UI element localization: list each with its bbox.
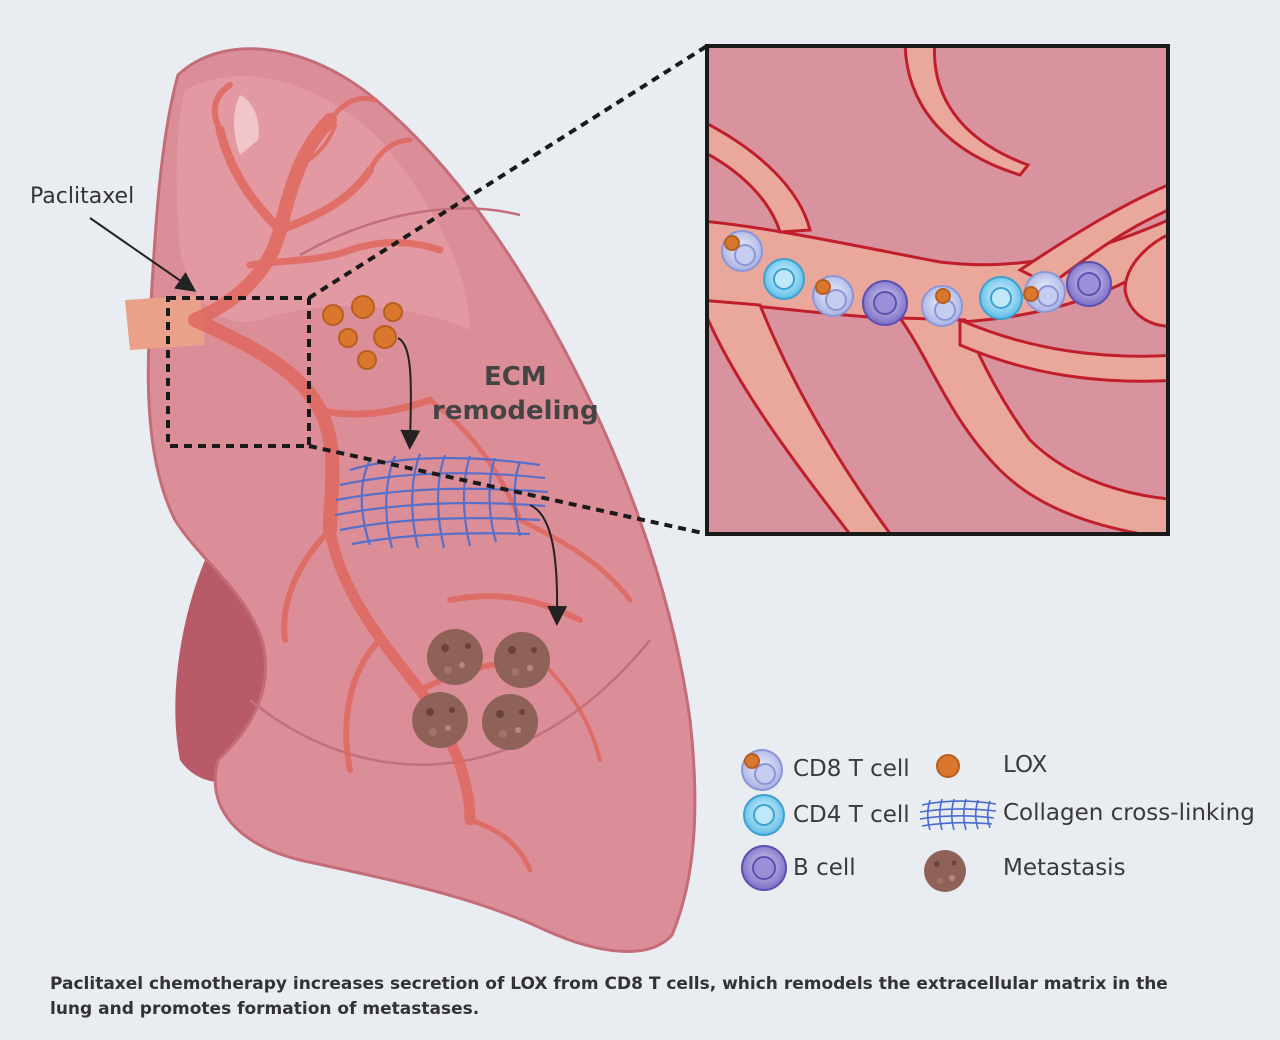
- metastasis-nodule: [494, 632, 550, 688]
- lox-particle: [338, 328, 358, 348]
- metastasis-nodule: [412, 692, 468, 748]
- lox-particle: [357, 350, 377, 370]
- ecm-remodeling-label: ECM remodeling: [432, 360, 599, 428]
- b-cell: [1066, 261, 1112, 307]
- legend-cd4-label: CD4 T cell: [793, 802, 910, 828]
- caption-line2: lung and promotes formation of metastase…: [50, 999, 480, 1019]
- cd4-t-cell-icon: [743, 794, 785, 836]
- zoom-line-top: [307, 44, 709, 300]
- zoom-indicator: [166, 44, 709, 536]
- cd4-t-cell: [979, 276, 1023, 320]
- collagen-icon: [919, 798, 997, 831]
- lox-to-ecm-arrow: [397, 337, 421, 450]
- cd4-t-cell: [763, 258, 805, 300]
- paclitaxel-arrow: [89, 217, 197, 292]
- metastasis-icon: [924, 850, 966, 892]
- zoom-box: [166, 296, 311, 448]
- figure-caption: Paclitaxel chemotherapy increases secret…: [50, 972, 1170, 1022]
- lung-fissure: [299, 207, 521, 257]
- inset-vessel-lobe: [1123, 233, 1168, 328]
- lox-particle: [351, 295, 375, 319]
- cd8-t-cell: [1023, 271, 1066, 313]
- ecm-to-metastasis-arrow: [529, 504, 568, 626]
- cd8-t-cell: [721, 230, 763, 272]
- lox-particle: [322, 304, 344, 326]
- inset-vessel-top: [903, 46, 1031, 177]
- inset-vessel-upper: [707, 121, 812, 234]
- lox-particle: [383, 302, 403, 322]
- metastasis-group: [412, 629, 550, 750]
- legend-metastasis-label: Metastasis: [1003, 855, 1126, 881]
- legend-collagen-label: Collagen cross-linking: [1003, 800, 1255, 826]
- blood-vessel: [188, 82, 633, 873]
- inset-cells: [721, 230, 1112, 327]
- legend-icons: [741, 749, 997, 892]
- metastasis-nodule: [427, 629, 483, 685]
- b-cell-icon: [741, 845, 787, 891]
- lox-cluster: [322, 295, 403, 370]
- metastasis-nodule: [482, 694, 538, 750]
- cd8-t-cell: [921, 285, 963, 327]
- ecm-label-line2: remodeling: [432, 396, 599, 426]
- inset-border: [705, 44, 1170, 536]
- lox-icon: [936, 754, 960, 778]
- paclitaxel-label: Paclitaxel: [30, 184, 135, 209]
- lung-fissure-lower: [249, 639, 651, 766]
- lung-illustration: [125, 47, 697, 953]
- inset-panel: [705, 44, 1170, 536]
- flow-arrows: [89, 217, 568, 626]
- zoom-line-bottom: [308, 444, 708, 536]
- lung-shine: [234, 95, 259, 155]
- lung-highlight: [176, 76, 470, 330]
- cd8-t-cell-icon: [741, 749, 783, 791]
- legend-bcell-label: B cell: [793, 855, 856, 881]
- b-cell: [862, 280, 908, 326]
- inset-vessel-lower-left: [707, 299, 893, 534]
- legend-cd8-label: CD8 T cell: [793, 756, 910, 782]
- bronchus: [125, 295, 205, 350]
- lox-particle: [373, 325, 397, 349]
- inset-vessel-right: [1017, 183, 1168, 287]
- cd8-t-cell: [812, 275, 854, 317]
- ecm-label-line1: ECM: [483, 362, 547, 392]
- caption-line1: Paclitaxel chemotherapy increases secret…: [50, 974, 1168, 994]
- inset-vessel-lower-right: [958, 317, 1168, 383]
- legend-lox-label: LOX: [1003, 752, 1048, 778]
- inset-vessel-lower-mid: [897, 316, 1168, 534]
